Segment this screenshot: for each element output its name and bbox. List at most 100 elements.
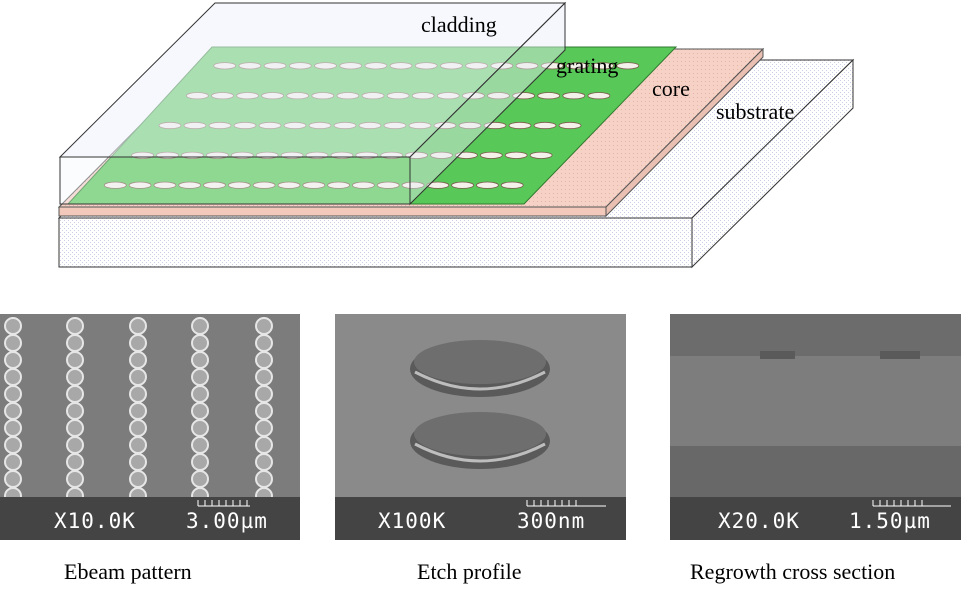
ebeam-dot [129, 334, 147, 352]
grating-hole [479, 151, 503, 159]
ebeam-dot [129, 385, 147, 403]
sem-etch-panel: X100K 300nm [335, 314, 626, 540]
grating-tooth [880, 351, 920, 359]
ebeam-dot [4, 402, 22, 420]
magnification-readout: X10.0K [54, 509, 136, 533]
scale-bar [197, 500, 250, 507]
ebeam-dot [129, 402, 147, 420]
magnification-readout: X20.0K [718, 509, 800, 533]
ebeam-dot [255, 419, 273, 437]
grating-hole [426, 181, 450, 189]
ebeam-dot [191, 470, 209, 488]
ebeam-dot [191, 385, 209, 403]
info-bar [335, 497, 626, 540]
caption-ebeam: Ebeam pattern [64, 559, 192, 584]
grating-hole [430, 151, 453, 159]
ebeam-dot [129, 317, 147, 335]
magnification-readout: X100K [378, 509, 446, 533]
ebeam-dot [255, 470, 273, 488]
ebeam-dot [255, 368, 273, 386]
grating-hole [562, 92, 586, 100]
ebeam-dot [255, 436, 273, 454]
grating-hole [500, 181, 524, 189]
ebeam-dot [66, 402, 84, 420]
ebeam-dot [129, 453, 147, 471]
grating-hole [483, 121, 507, 130]
ebeam-dot [66, 351, 84, 369]
ebeam-dot [255, 402, 273, 420]
grating-hole [533, 121, 557, 130]
ebeam-dot [66, 334, 84, 352]
ebeam-dot [66, 470, 84, 488]
substrate-label: substrate [716, 99, 794, 124]
ebeam-dot [129, 419, 147, 437]
scale-readout: 300nm [517, 509, 585, 533]
scale-bar [872, 500, 951, 507]
ebeam-dot [129, 368, 147, 386]
grating-hole [203, 181, 226, 189]
grating-hole [153, 181, 177, 189]
grating-hole [508, 121, 532, 130]
etched-hole-bottom [410, 412, 550, 469]
caption-etch: Etch profile [417, 559, 522, 584]
ebeam-dot [4, 436, 22, 454]
ebeam-dot [4, 334, 22, 352]
ebeam-dot [4, 385, 22, 403]
grating-hole [103, 181, 127, 189]
grating-hole [227, 181, 251, 189]
grating-tooth [760, 351, 795, 359]
ebeam-dot [191, 402, 209, 420]
ebeam-dot [191, 453, 209, 471]
scale-bar [526, 500, 606, 507]
waveguide-diagram: cladding grating core substrate [57, 1, 855, 269]
ebeam-dot [191, 317, 209, 335]
ebeam-dot [255, 317, 273, 335]
grating-hole [401, 181, 425, 189]
ebeam-dot [66, 368, 84, 386]
cladding-block [58, 1, 567, 206]
cladding-label: cladding [421, 12, 497, 37]
caption-regrowth: Regrowth cross section [690, 559, 896, 584]
ebeam-dot [66, 385, 84, 403]
grating-hole [591, 62, 614, 70]
ebeam-dot [4, 368, 22, 386]
grating-hole [487, 92, 510, 100]
scale-readout: 1.50µm [849, 509, 931, 533]
grating-hole [587, 92, 611, 100]
grating-hole [178, 181, 202, 189]
core-label: core [652, 76, 690, 101]
ebeam-dot [191, 368, 209, 386]
ebeam-dot [129, 470, 147, 488]
etched-hole-top [410, 340, 550, 397]
grating-hole [376, 181, 400, 189]
ebeam-dot [191, 419, 209, 437]
grating-hole [475, 181, 499, 189]
ebeam-dot [255, 334, 273, 352]
grating-hole [566, 62, 589, 70]
ebeam-dot [66, 436, 84, 454]
ebeam-dot [255, 453, 273, 471]
info-bar [670, 497, 961, 540]
ebeam-dot [129, 436, 147, 454]
grating-hole [128, 181, 152, 189]
grating-hole [458, 121, 482, 130]
grating-hole [327, 181, 351, 189]
ebeam-dot [4, 419, 22, 437]
ebeam-dot [4, 351, 22, 369]
grating-hole [529, 151, 553, 159]
grating-hole [252, 181, 276, 189]
sem-ebeam-panel: X10.0K 3.00µm [0, 314, 300, 540]
ebeam-dot [255, 385, 273, 403]
ebeam-dot [66, 453, 84, 471]
ebeam-dot [4, 317, 22, 335]
ebeam-dot [66, 419, 84, 437]
sem-regrowth-panel: X20.0K 1.50µm [670, 314, 961, 540]
ebeam-dot [191, 351, 209, 369]
grating-hole [451, 181, 475, 189]
grating-hole [558, 121, 582, 130]
grating-hole [302, 181, 326, 189]
grating-hole [351, 181, 375, 189]
grating-hole [277, 181, 301, 189]
grating-hole [504, 151, 528, 159]
grating-label: grating [556, 53, 618, 78]
